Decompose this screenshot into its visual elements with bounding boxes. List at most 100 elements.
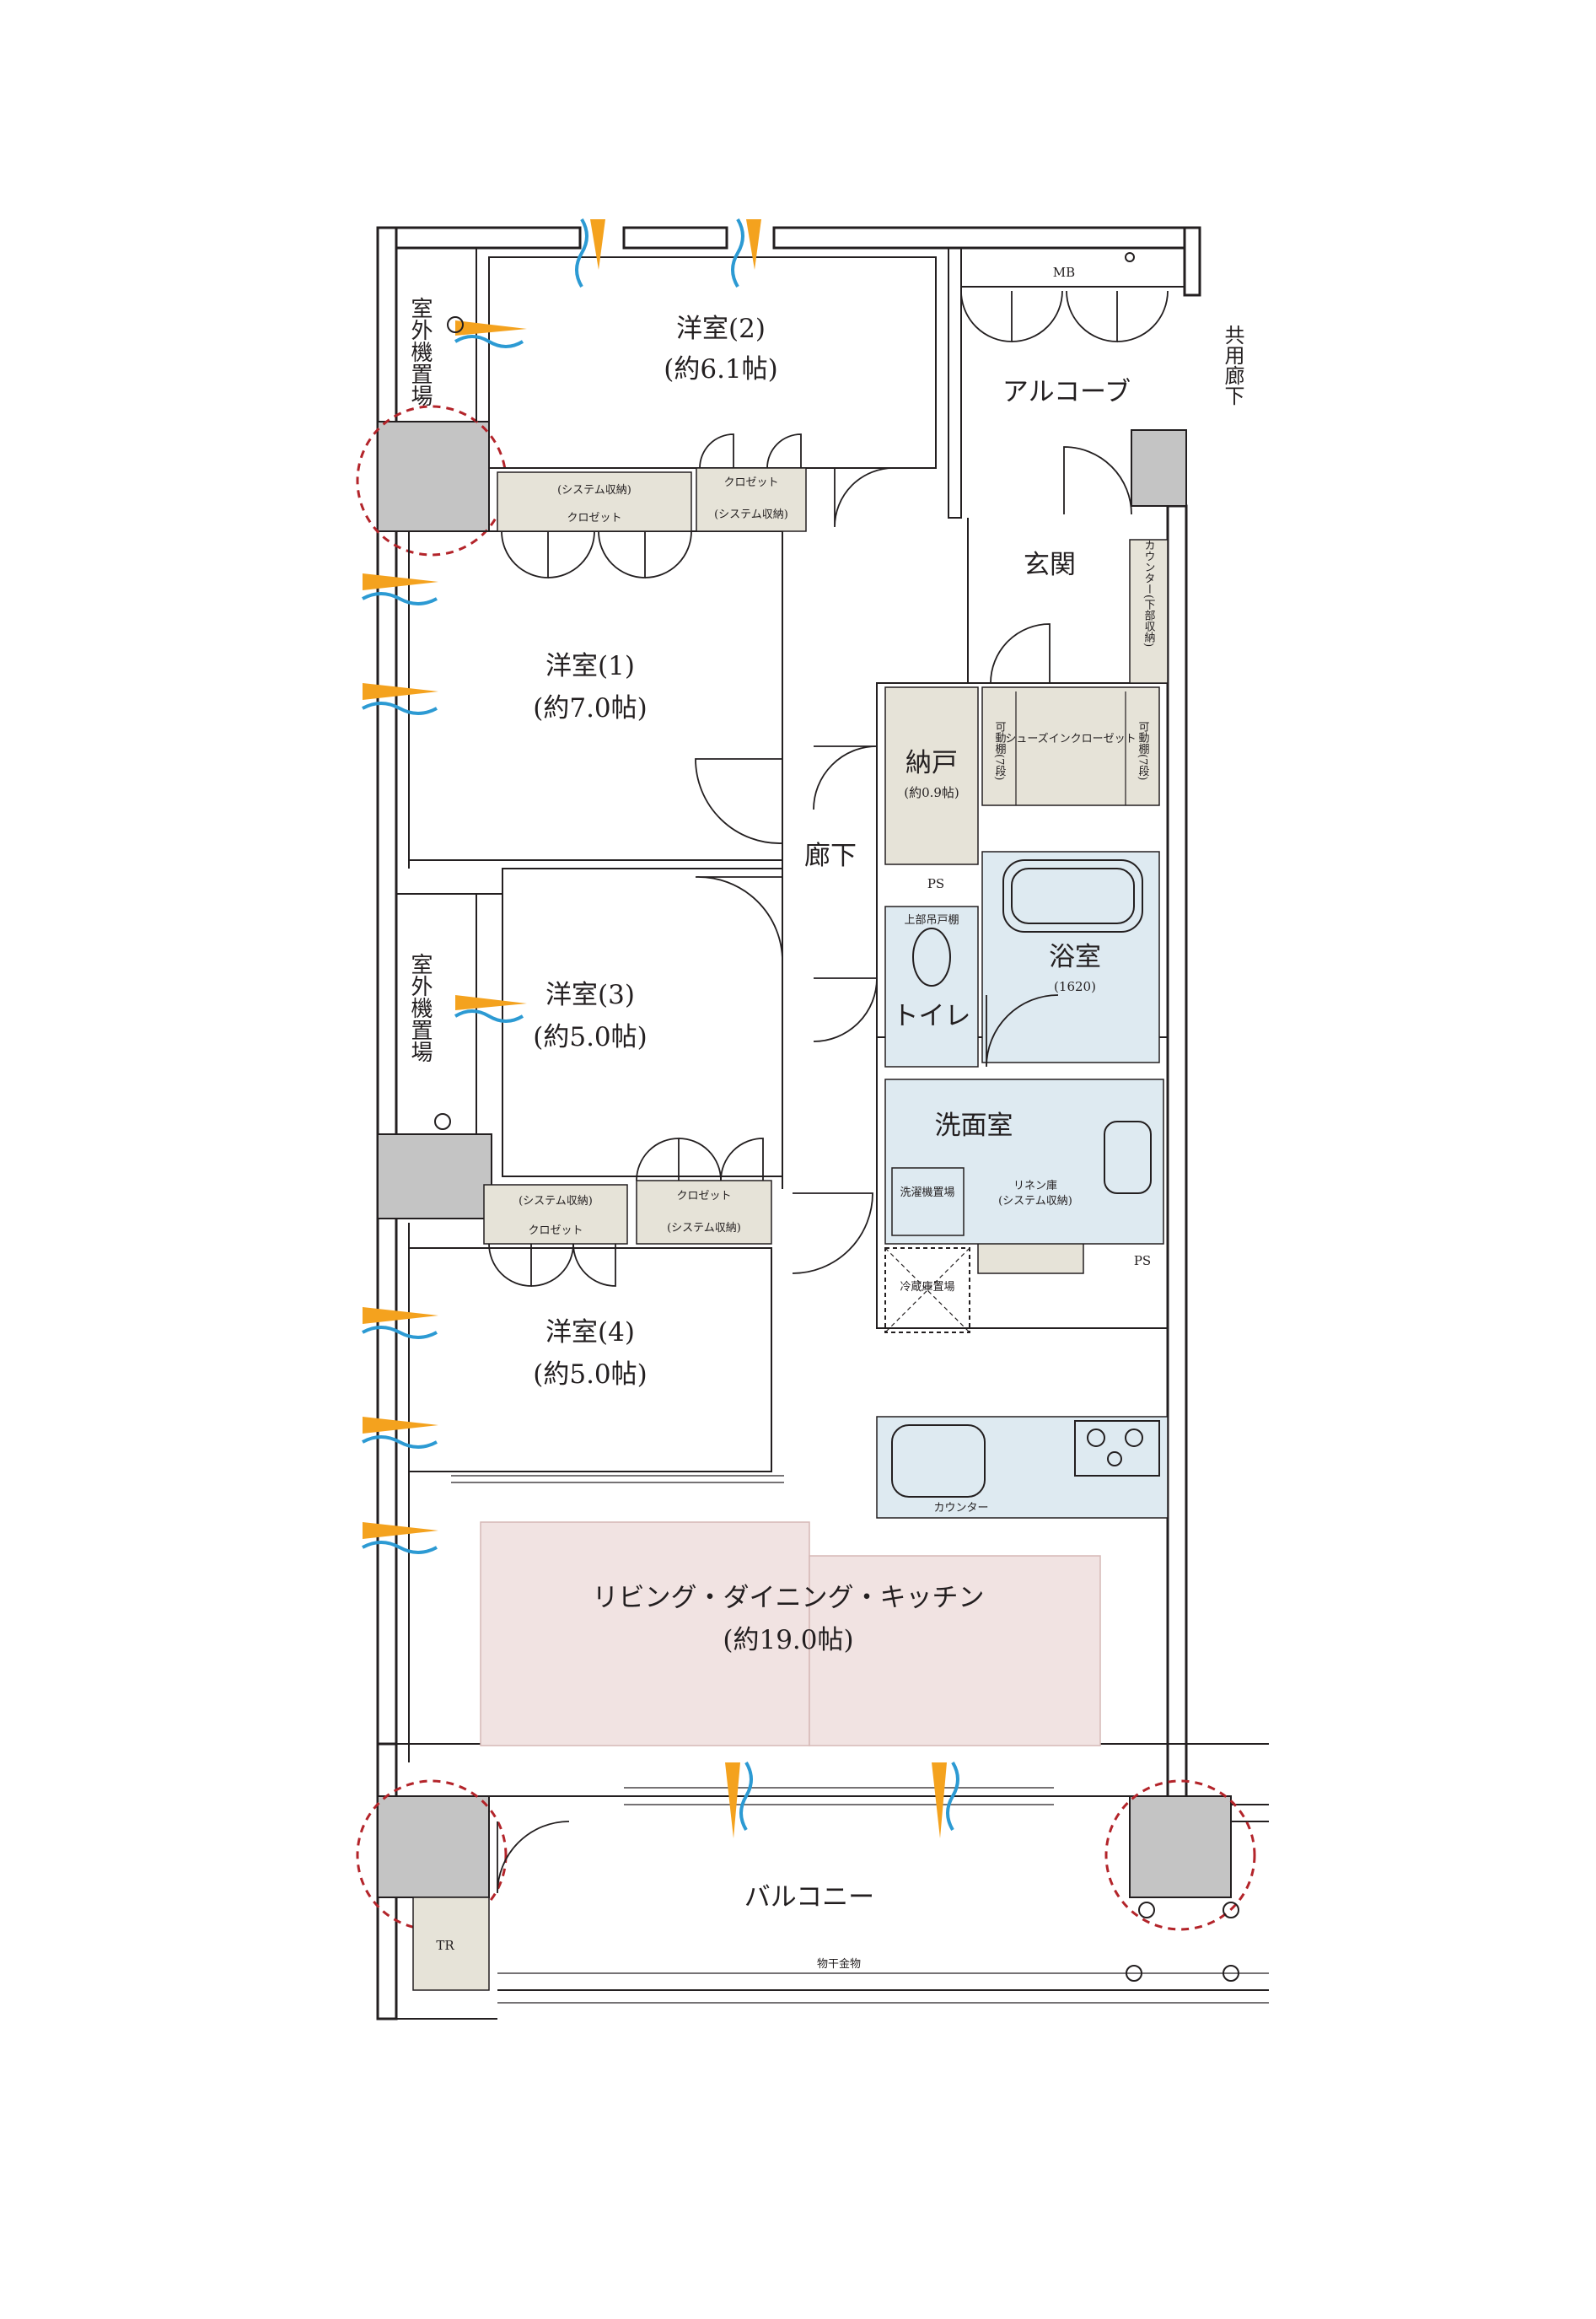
room-size-western-2: (約6.1帖) <box>664 354 778 385</box>
room-name-washroom: 洗面室 <box>935 1111 1013 1141</box>
columns <box>377 421 1232 1898</box>
drain-markers <box>434 252 1239 1982</box>
window-icon <box>454 320 527 348</box>
label-shoes-in-closet: シューズインクローゼット <box>1005 732 1136 745</box>
door-swing <box>1063 446 1132 515</box>
closet-label: クロゼット <box>676 1190 731 1203</box>
window-icon <box>362 573 438 605</box>
closet-w1-a <box>497 471 692 532</box>
label-laundry-hanger: 物干金物 <box>817 1957 861 1971</box>
window-icon <box>932 1761 959 1838</box>
door-swing <box>986 994 1059 1068</box>
label-outdoor-unit: 室外機置場 <box>407 953 433 1063</box>
room-size-western-4: (約5.0帖) <box>533 1359 648 1390</box>
window-icon <box>454 995 527 1023</box>
door-swing <box>695 758 783 844</box>
bathtub <box>1002 859 1143 933</box>
closet-label: (システム収納) <box>714 508 788 521</box>
room-name-bath: 浴室 <box>1049 942 1101 972</box>
shoes-closet <box>981 686 1160 806</box>
washer-place <box>891 1167 965 1236</box>
closet-label: (システム収納) <box>557 484 631 497</box>
room-labels: 洋室(2) (約6.1帖) アルコーブ MB 玄関 洋室(1) (約7.0帖) … <box>407 265 1244 1971</box>
window-icon <box>362 1417 438 1449</box>
closet-w2 <box>696 467 807 532</box>
room-name-entrance: 玄関 <box>1024 550 1076 580</box>
label-fridge: 冷蔵庫置場 <box>900 1281 954 1294</box>
window-icon <box>362 683 438 715</box>
kitchen-counter <box>876 1416 1169 1519</box>
column-bottom-left <box>377 1795 490 1898</box>
wall-right <box>1166 504 1188 1806</box>
door-swing <box>813 745 878 810</box>
window-icon <box>362 1522 438 1554</box>
closets: (システム収納) クロゼット クロゼット (システム収納) (システム収納) ク… <box>483 467 1169 1274</box>
door-swing <box>497 1821 570 1894</box>
room-name-western-1: 洋室(1) <box>545 651 635 681</box>
burner-icon <box>1107 1451 1122 1466</box>
label-movable-shelf: 可動棚(7段) <box>993 721 1007 780</box>
tr-box <box>412 1897 490 1991</box>
closet-w4 <box>483 1184 628 1245</box>
column-entrance <box>1131 429 1187 507</box>
highlight-circle <box>1104 1779 1256 1931</box>
wall-top-left <box>376 226 582 250</box>
fridge-place <box>884 1247 970 1333</box>
linen-storage <box>977 1239 1084 1274</box>
label-linen: リネン庫 <box>1013 1180 1057 1192</box>
closet-label: (システム収納) <box>519 1195 593 1208</box>
label-kitchen-counter: カウンター <box>933 1502 988 1515</box>
ldk-floor <box>809 1555 1101 1746</box>
column-left-mid <box>377 1133 492 1219</box>
room-size-western-3: (約5.0帖) <box>533 1022 648 1052</box>
column-top-left <box>377 421 490 532</box>
label-linen-sub: (システム収納) <box>998 1195 1072 1208</box>
storage-room <box>884 686 979 865</box>
windows <box>362 218 959 1838</box>
room-size-storage: (約0.9帖) <box>904 785 959 800</box>
closet-label: クロゼット <box>567 512 621 525</box>
window-icon <box>731 218 761 288</box>
label-movable-shelf: 可動棚(7段) <box>1137 721 1150 780</box>
burner-icon <box>1125 1429 1143 1447</box>
column-bottom-right <box>1129 1795 1232 1898</box>
ldk-area <box>480 1521 1101 1746</box>
room-name-alcove: アルコーブ <box>1002 377 1131 407</box>
toilet-bowl <box>912 928 951 987</box>
label-washer-place: 洗濯機置場 <box>900 1186 954 1199</box>
wall-mb-right <box>1183 226 1201 297</box>
closet-w3 <box>636 1180 772 1245</box>
window-icon <box>725 1761 753 1838</box>
room-name-toilet: トイレ <box>893 1001 971 1031</box>
room-name-western-2: 洋室(2) <box>676 314 766 344</box>
room-name-corridor: 廊下 <box>804 841 857 871</box>
closet-label: (システム収納) <box>667 1222 741 1235</box>
burner-icon <box>1087 1429 1105 1447</box>
label-mb: MB <box>1053 265 1075 280</box>
window-icon <box>575 218 605 288</box>
label-tr: TR <box>436 1938 454 1953</box>
door-swing <box>990 623 1051 684</box>
room-size-western-1: (約7.0帖) <box>533 693 648 724</box>
label-counter-lower: カウンター(下部収納) <box>1142 540 1156 647</box>
room-size-ldk: (約19.0帖) <box>723 1625 853 1655</box>
entrance-counter <box>1129 539 1169 684</box>
ldk-floor <box>480 1521 810 1746</box>
wet-areas <box>876 851 1169 1519</box>
closet-label: クロゼット <box>723 476 778 489</box>
highlight-circle <box>356 1779 508 1931</box>
room-name-western-3: 洋室(3) <box>545 980 635 1010</box>
wash-basin <box>1104 1121 1152 1194</box>
room-name-ldk: リビング・ダイニング・キッチン <box>593 1583 985 1613</box>
label-ps: PS <box>927 876 944 891</box>
label-upper-cabinet: 上部吊戸棚 <box>904 914 959 927</box>
label-ps: PS <box>1134 1253 1151 1268</box>
door-swing <box>792 1192 873 1274</box>
label-outdoor-unit: 室外機置場 <box>407 297 433 406</box>
room-size-bath: (1620) <box>1054 979 1096 994</box>
wall-top-right <box>772 226 1197 250</box>
door-swing <box>834 467 895 528</box>
stove <box>1074 1420 1160 1477</box>
door-swing <box>813 977 878 1042</box>
room-name-balcony: バルコニー <box>744 1882 874 1913</box>
